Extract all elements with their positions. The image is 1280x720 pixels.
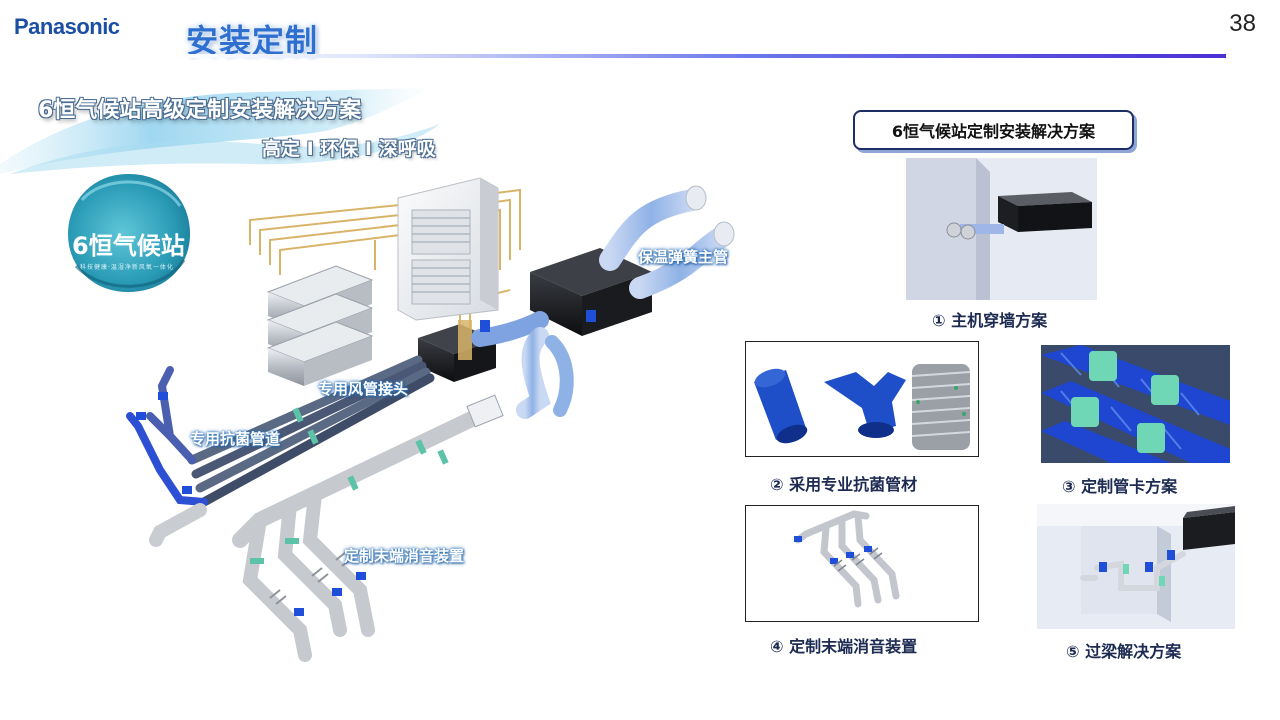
photo-wall-penetration: [906, 158, 1097, 300]
hero-banner-swoosh: [0, 88, 440, 174]
callout-duct-connector: 专用风管接头: [318, 380, 409, 398]
climate-station-logo: [68, 174, 190, 292]
callout-antibacterial-pipe: 专用抗菌管道: [190, 430, 281, 448]
silencer-ridges: [269, 551, 353, 605]
solutions-panel-title: 6恒气候站定制安装解决方案: [853, 110, 1134, 150]
brand-logo: Panasonic: [14, 14, 120, 39]
antibacterial-pipe-bundle: [126, 355, 435, 507]
page-number: 38: [1229, 10, 1256, 37]
photo-terminal-silencer: [745, 505, 979, 622]
insulated-spring-main-pipes: [471, 189, 731, 419]
hero-subtitle: 高定 I 环保 I 深呼吸: [262, 138, 436, 160]
callout-main-pipe: 保温弹簧主管: [638, 248, 729, 266]
photo-beam-crossing: [1037, 504, 1235, 629]
ventilation-system-diagram: [126, 177, 735, 662]
caption-wall-penetration: ① 主机穿墙方案: [932, 311, 1048, 330]
photo-antibacterial-pipes: [745, 341, 979, 457]
header-divider: [170, 54, 1226, 58]
hero-title: 6恒气候站高级定制安装解决方案: [38, 98, 362, 123]
pipe-couplings: [136, 310, 596, 616]
pipe-clips: [250, 407, 449, 564]
logo-tagline: 科技健康·温湿净新风氧一体化: [80, 264, 174, 271]
photo-pipe-clips: [1041, 345, 1230, 463]
caption-terminal-silencer: ④ 定制末端消音装置: [770, 637, 918, 656]
logo-text: 6恒气候站: [72, 232, 185, 260]
silver-distribution-duct: [149, 407, 488, 662]
indoor-unit-stack: [266, 265, 374, 386]
caption-antibacterial-pipes: ② 采用专业抗菌管材: [770, 475, 918, 494]
outdoor-unit: [397, 177, 499, 321]
caption-beam-crossing: ⑤ 过梁解决方案: [1066, 642, 1182, 661]
page-title: 安装定制: [186, 22, 319, 60]
callout-silencer: 定制末端消音装置: [344, 547, 465, 565]
caption-pipe-clips: ③ 定制管卡方案: [1062, 477, 1178, 496]
